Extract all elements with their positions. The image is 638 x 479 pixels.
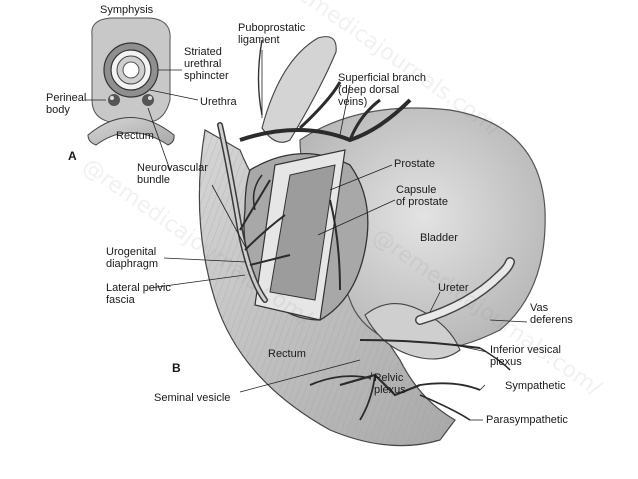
label-symphysis-a: Symphysis: [100, 4, 154, 16]
label-ureter: Ureter: [438, 282, 469, 294]
label-bladder: Bladder: [420, 232, 458, 244]
label-urethra: Urethra: [200, 96, 237, 108]
label-lateral-pelvic-fascia: Lateral pelvic fascia: [106, 282, 171, 306]
label-seminal-vesicle: Seminal vesicle: [154, 392, 231, 404]
panel-a-letter: A: [68, 149, 77, 163]
label-prostate: Prostate: [394, 158, 435, 170]
label-vas-deferens: Vas deferens: [530, 302, 573, 326]
label-neurovascular-bundle: Neurovascular bundle: [137, 162, 208, 186]
panel-b-pelvis: [149, 36, 546, 447]
label-perineal-body: Perineal body: [46, 92, 87, 116]
label-rectum-b: Rectum: [268, 348, 306, 360]
panel-a-cross-section: [85, 17, 199, 171]
label-parasympathetic: Parasympathetic: [486, 414, 568, 426]
label-capsule-of-prostate: Capsule of prostate: [396, 184, 448, 208]
label-superficial-branch: Superficial branch (deep dorsal veins): [338, 72, 427, 108]
label-puboprostatic-ligament: Puboprostatic ligament: [238, 22, 306, 46]
label-striated-urethral-sphincter: Striated urethral sphincter: [184, 46, 229, 82]
label-inferior-vesical-plexus: Inferior vesical plexus: [490, 344, 561, 368]
label-rectum-a: Rectum: [116, 130, 154, 142]
panel-b-letter: B: [172, 361, 181, 375]
label-sympathetic: Sympathetic: [505, 380, 566, 392]
label-pelvic-plexus: Pelvic plexus: [374, 372, 406, 396]
label-urogenital-diaphragm: Urogenital diaphragm: [106, 246, 158, 270]
